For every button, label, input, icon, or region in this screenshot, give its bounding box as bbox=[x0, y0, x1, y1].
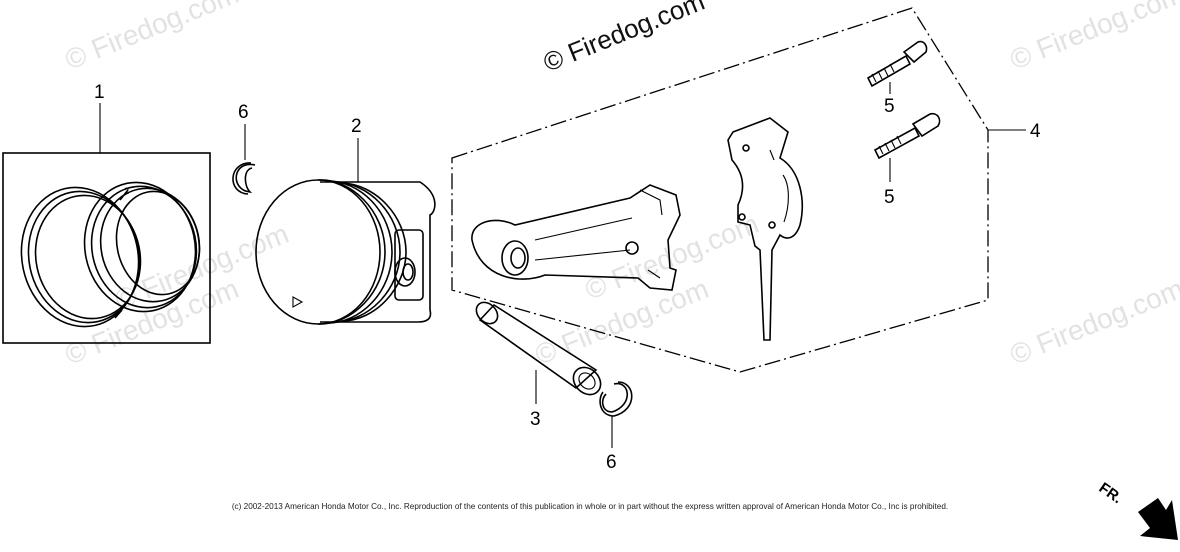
copyright-notice: (c) 2002-2013 American Honda Motor Co., … bbox=[231, 502, 949, 511]
watermark-top-right: © Firedog.com bbox=[1006, 0, 1180, 76]
callout-2: 2 bbox=[351, 116, 362, 137]
callout-5-upper: 5 bbox=[884, 96, 895, 117]
arrow-down-right-icon bbox=[1138, 498, 1178, 540]
piston-ring-set[interactable]: 2 bbox=[2, 103, 211, 344]
rod-set-frame bbox=[451, 7, 989, 373]
connecting-rod[interactable] bbox=[471, 184, 681, 291]
connecting-rod-cap[interactable] bbox=[727, 117, 803, 341]
piston-pin-clip-upper[interactable] bbox=[232, 124, 256, 195]
callout-1: 1 bbox=[94, 82, 105, 103]
callout-6-upper: 6 bbox=[238, 102, 249, 123]
svg-text:2: 2 bbox=[124, 186, 129, 196]
callout-4: 4 bbox=[1030, 121, 1041, 142]
watermark-top-left: © Firedog.com bbox=[61, 0, 243, 76]
callout-5-lower: 5 bbox=[884, 187, 895, 208]
watermark-mid-right: © Firedog.com bbox=[1006, 273, 1180, 371]
piston-pin[interactable] bbox=[472, 298, 606, 404]
piston-pin-clip-lower[interactable] bbox=[599, 381, 633, 448]
callout-3: 3 bbox=[530, 409, 541, 430]
ring-set-frame bbox=[2, 152, 211, 344]
watermark-top-center: © Firedog.com bbox=[539, 0, 709, 78]
connecting-rod-bolt-upper[interactable] bbox=[866, 40, 928, 94]
callout-6-lower: 6 bbox=[606, 452, 617, 473]
piston[interactable] bbox=[255, 138, 436, 325]
connecting-rod-bolt-lower[interactable] bbox=[873, 112, 941, 182]
